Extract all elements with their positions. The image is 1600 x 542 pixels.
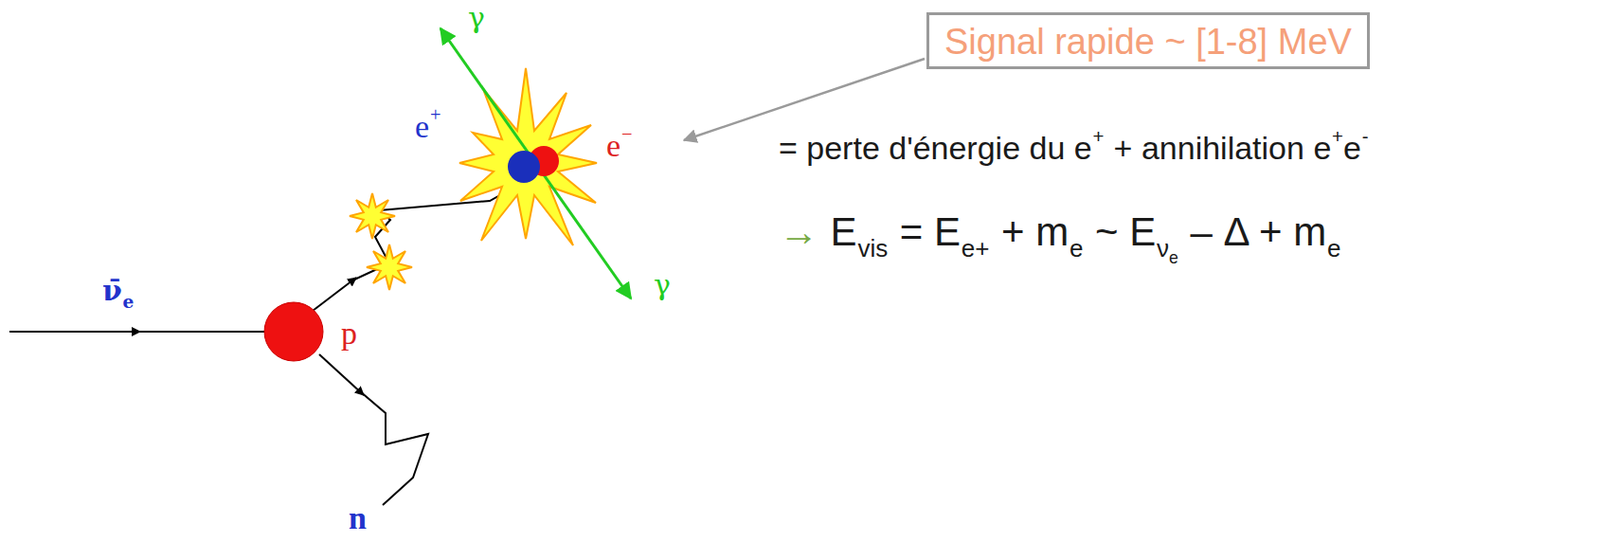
label-text: e [414, 108, 430, 144]
gamma-label: γ [467, 1, 486, 34]
index-text: e+ [961, 233, 990, 263]
label-text: – Δ + m [1190, 209, 1328, 254]
neutrino-track [9, 330, 141, 333]
label-text: ν̄ [102, 273, 123, 307]
index-text: vis [857, 233, 888, 263]
label-text: = perte d'énergie du e [778, 129, 1093, 166]
label-text: + annihilation e [1114, 129, 1332, 166]
label-text: n [348, 500, 367, 536]
label-text: γ [653, 268, 671, 302]
proton-circle [264, 302, 324, 361]
index-text: e [1168, 248, 1179, 268]
label-text: = E [899, 209, 961, 254]
index-text: e [122, 291, 134, 312]
electron-label: e− [606, 127, 632, 163]
callout-box: Signal rapide ~ [1-8] MeV [926, 12, 1370, 70]
gamma-label: γ [653, 269, 671, 301]
neutron-track [359, 391, 429, 505]
proton-label: p [341, 315, 358, 351]
callout-text: Signal rapide ~ [1-8] MeV [944, 21, 1352, 62]
label-text: e [606, 127, 621, 163]
label-text: E [830, 209, 858, 254]
gamma-line [440, 28, 631, 299]
index-text: e [1069, 233, 1083, 263]
neutron-label: n [348, 500, 367, 536]
label-text: + m [1001, 209, 1069, 254]
index-text: - [1362, 125, 1369, 147]
index-text: e [1327, 233, 1341, 263]
leader-arrow [683, 58, 925, 141]
index-text: + [430, 104, 442, 126]
energy-formula: →Evis= Ee++ me~ Eνe– Δ + me [778, 210, 1341, 254]
index-text: + [1331, 125, 1344, 147]
ionisation-star [349, 193, 396, 239]
label-text: γ [467, 0, 486, 35]
index-text: + [1093, 125, 1105, 147]
label-text: p [341, 315, 358, 351]
note-text: = perte d'énergie du e++ annihilation e+… [778, 130, 1369, 166]
positron-label: e+ [414, 108, 441, 144]
neutrino-symbol: ν̄e [102, 274, 134, 306]
neutrino-track [132, 330, 266, 333]
label-text: e [1343, 129, 1362, 166]
positron-track [312, 277, 357, 311]
positron-dot [507, 150, 540, 183]
neutron-track [319, 354, 364, 396]
label-text: ~ E [1095, 209, 1156, 254]
index-text: − [621, 123, 633, 144]
index-text: ν [1156, 233, 1169, 263]
ionisation-star [366, 244, 413, 290]
arrow-symbol: → [778, 209, 819, 254]
